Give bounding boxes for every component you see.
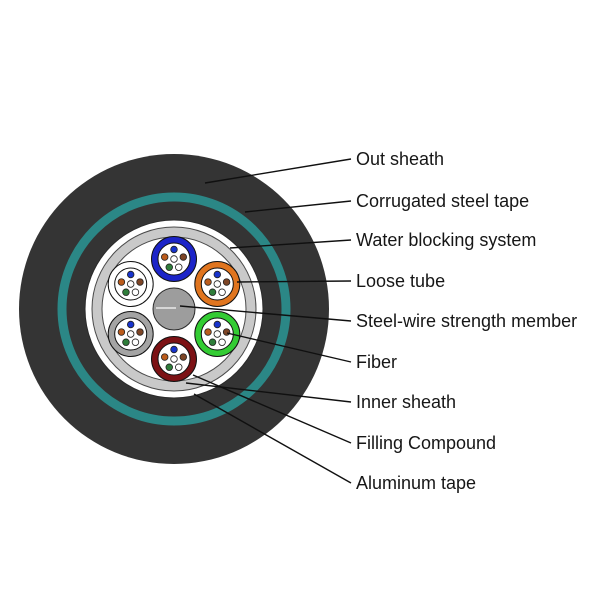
leader-line-loose-tube [236,280,352,283]
loose-tube-blue [151,236,197,282]
loose-tube-gray [107,311,154,357]
leader-line-fiber [226,332,352,363]
loose-tube-maroon [151,336,197,382]
fiber-dot-upper-right [136,328,144,336]
loose-tube-orange [194,261,241,307]
fiber-dot-center [126,280,135,288]
fiber-dot-upper-left [161,253,169,261]
fiber-dot-upper-left [117,278,126,286]
fiber-dot-lower-left [208,288,217,296]
fiber-dot-top [126,270,135,279]
label-aluminum-tape: Aluminum tape [356,473,476,493]
fiber-dot-center [170,355,178,363]
fiber-dot-lower-left [122,288,130,296]
loose-tube-white [107,261,154,307]
label-corrugated-steel-tape: Corrugated steel tape [356,191,529,211]
leader-line-filling-compound [192,374,352,444]
fiber-dot-center [213,280,222,288]
fiber-dot-lower-left [165,363,173,371]
label-steel-wire-strength-member: Steel-wire strength member [356,311,577,331]
fiber-dot-upper-left [204,328,212,336]
leader-line-steel-wire-strength-member [179,305,352,322]
fiber-dot-upper-left [204,278,212,286]
fiber-dot-lower-left [122,338,130,346]
label-fiber: Fiber [356,352,397,372]
fiber-dot-top [213,320,222,329]
corrugated-steel-tape-ring [57,192,291,426]
fiber-dot-top [170,345,178,354]
fiber-dot-lower-right [218,288,226,296]
fiber-dot-top [213,270,222,279]
label-filling-compound: Filling Compound [356,433,496,453]
fiber-dot-center [170,255,178,263]
label-loose-tube: Loose tube [356,271,445,291]
fiber-dot-upper-right [179,353,187,361]
fiber-dot-upper-left [117,328,126,336]
leader-line-out-sheath [204,158,352,184]
fiber-dot-upper-right [222,328,231,336]
fiber-dot-center [213,330,222,338]
fiber-dot-lower-left [165,263,173,271]
leader-line-water-blocking-system [229,239,352,249]
leader-line-inner-sheath [185,382,352,403]
fiber-dot-upper-right [179,253,187,261]
fiber-dot-lower-left [208,338,217,346]
fiber-dot-top [170,245,178,254]
leader-line-aluminum-tape [193,393,352,484]
fiber-dot-center [126,330,135,338]
label-out-sheath: Out sheath [356,149,444,169]
loose-tube-green [194,311,241,357]
fiber-dot-lower-right [131,338,140,346]
fiber-dot-lower-right [218,338,226,346]
fiber-dot-lower-right [175,263,183,271]
fiber-dot-upper-right [136,278,144,286]
fiber-dot-top [126,320,135,329]
fiber-dot-upper-right [222,278,231,286]
fiber-dot-lower-right [131,288,140,296]
fiber-dot-upper-left [161,353,169,361]
leader-line-corrugated-steel-tape [244,200,352,213]
fiber-dot-lower-right [175,363,183,371]
label-water-blocking-system: Water blocking system [356,230,536,250]
label-inner-sheath: Inner sheath [356,392,456,412]
